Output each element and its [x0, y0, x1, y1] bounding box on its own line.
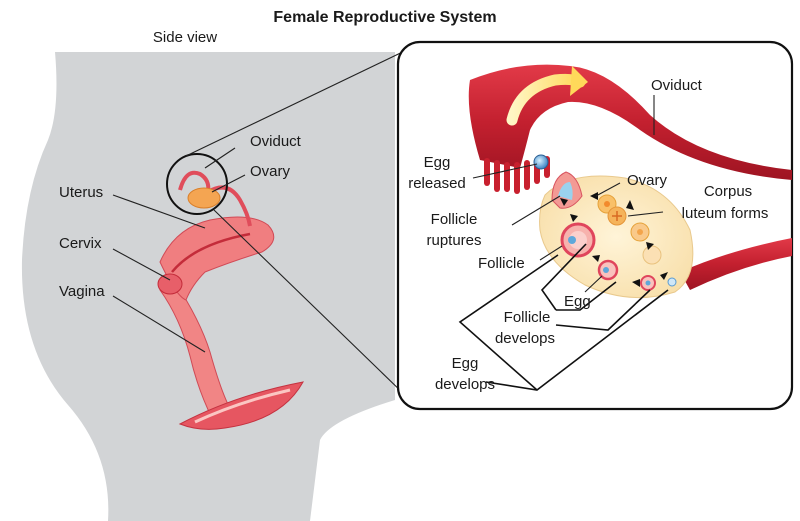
label-follicle-ruptures-1: Follicle: [431, 211, 478, 228]
body-silhouette: [21, 52, 395, 521]
released-egg: [533, 154, 549, 170]
label-egg: Egg: [564, 293, 591, 310]
large-follicle: [560, 222, 596, 258]
subtitle-side-view: Side view: [153, 29, 217, 46]
inset-oviduct: [468, 64, 792, 194]
label-follicle-ruptures-2: ruptures: [426, 232, 481, 249]
label-follicle-develops-2: develops: [495, 330, 555, 347]
rupturing-follicle: [551, 171, 583, 209]
label-oviduct-inset: Oviduct: [651, 77, 703, 94]
diagram-title: Female Reproductive System: [273, 9, 496, 26]
corpus-luteum-3: [630, 222, 650, 242]
label-cervix: Cervix: [59, 235, 102, 252]
label-corpus-1: Corpus: [704, 183, 752, 200]
cycle-arrows: [560, 192, 668, 287]
label-oviduct-body: Oviduct: [250, 133, 302, 150]
label-egg-develops-2: develops: [435, 376, 495, 393]
developing-follicle-2: [640, 275, 656, 291]
label-ovary-body: Ovary: [250, 163, 291, 180]
label-egg-released-1: Egg: [424, 154, 451, 171]
corpus-luteum-4: [642, 245, 662, 265]
label-follicle-develops-1: Follicle: [504, 309, 551, 326]
label-vagina: Vagina: [59, 283, 105, 300]
label-follicle: Follicle: [478, 255, 525, 272]
label-ovary-inset: Ovary: [627, 172, 668, 189]
inset-ovary: [539, 175, 694, 299]
label-uterus: Uterus: [59, 184, 103, 201]
primary-follicle: [667, 277, 677, 287]
label-egg-released-2: released: [408, 175, 466, 192]
label-egg-develops-1: Egg: [452, 355, 479, 372]
corpus-luteum-2: [607, 206, 627, 226]
label-corpus-2: luteum forms: [682, 205, 769, 222]
developing-follicle-1: [597, 259, 619, 281]
uterus-side: [157, 216, 304, 430]
